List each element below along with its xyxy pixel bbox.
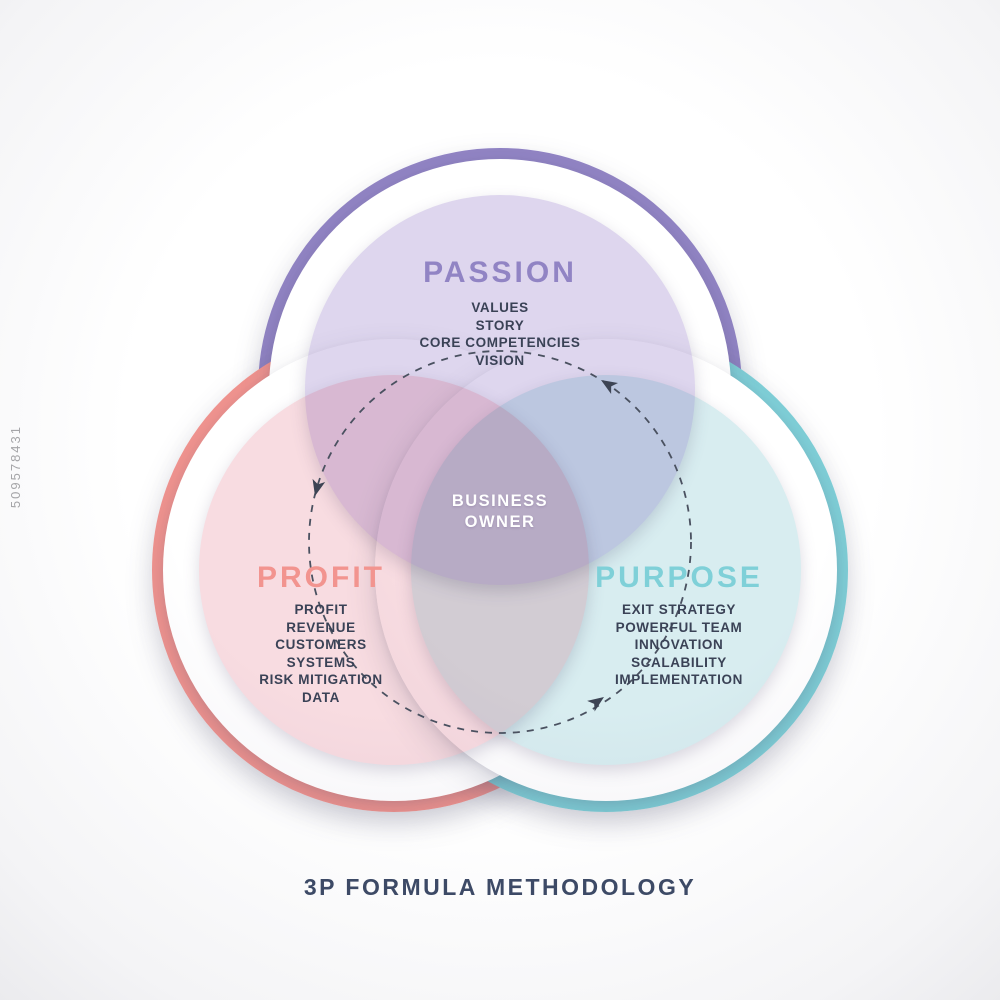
purpose-item-list: EXIT STRATEGY POWERFUL TEAM INNOVATION SCAL… (554, 601, 804, 689)
stock-id-watermark: 509578431 (8, 425, 23, 509)
center-label-line1: BUSINESS (451, 492, 549, 510)
center-label-line2: OWNER (464, 513, 536, 531)
purpose-label: PURPOSE (595, 561, 763, 594)
list-item: RISK MITIGATION (259, 672, 383, 687)
list-item: DATA (302, 689, 340, 705)
list-item: EXIT STRATEGY (621, 602, 737, 617)
list-item: SCALABILITY (631, 654, 727, 670)
list-item: VALUES (471, 300, 529, 315)
list-item: STORY (475, 317, 525, 333)
list-item: IMPLEMENTATION (615, 672, 743, 687)
profit-label: PROFIT (257, 561, 385, 594)
list-item: CUSTOMERS (275, 637, 367, 652)
list-item: VISION (475, 352, 525, 368)
center-label: BUSINESS OWNER (452, 491, 548, 533)
list-item: SYSTEMS (286, 654, 356, 670)
list-item: CORE COMPETENCIES (419, 335, 581, 350)
list-item: POWERFUL TEAM (615, 619, 743, 635)
list-item: INNOVATION (634, 637, 724, 652)
profit-item-list: PROFIT REVENUE CUSTOMERS SYSTEMS RISK MITIGA… (196, 601, 446, 706)
list-item: PROFIT (294, 602, 348, 617)
passion-item-list: VALUES STORY CORE COMPETENCIES VISION (340, 299, 660, 369)
list-item: REVENUE (286, 619, 356, 635)
diagram-title: 3P FORMULA METHODOLOGY (303, 874, 697, 900)
passion-label: PASSION (423, 256, 577, 289)
